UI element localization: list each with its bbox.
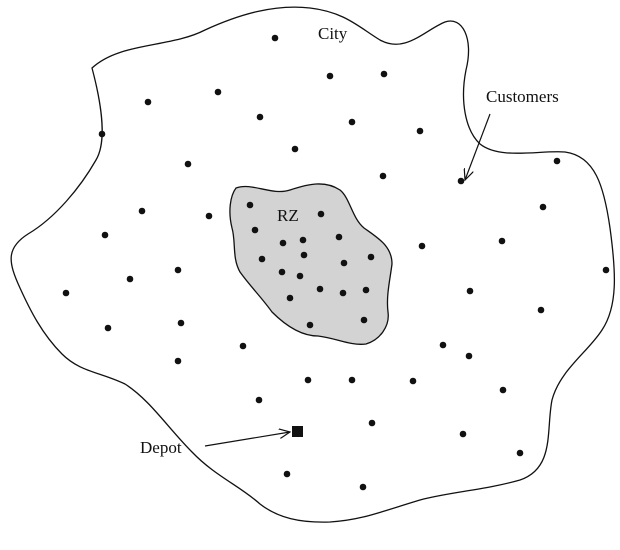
customer-dot <box>348 118 356 126</box>
customer-dot <box>258 255 266 263</box>
customer-dots <box>62 34 610 491</box>
customer-dot <box>416 127 424 135</box>
customer-dot <box>104 324 112 332</box>
customer-dot <box>256 113 264 121</box>
customer-dot <box>418 242 426 250</box>
customer-dot <box>379 172 387 180</box>
customer-dot <box>539 203 547 211</box>
customer-dot <box>291 145 299 153</box>
customer-dot <box>283 470 291 478</box>
customer-dot <box>367 253 375 261</box>
customer-dot <box>239 342 247 350</box>
customer-dot <box>138 207 146 215</box>
customer-dot <box>271 34 279 42</box>
customer-dot <box>184 160 192 168</box>
customer-dot <box>317 210 325 218</box>
customer-dot <box>300 251 308 259</box>
customer-dot <box>306 321 314 329</box>
customer-dot <box>246 201 254 209</box>
customer-dot <box>465 352 473 360</box>
customer-dot <box>296 272 304 280</box>
customer-dot <box>255 396 263 404</box>
customer-dot <box>299 236 307 244</box>
customer-dot <box>368 419 376 427</box>
customer-dot <box>98 130 106 138</box>
customers-arrow <box>465 113 491 180</box>
city-boundary <box>10 6 616 523</box>
customer-dot <box>326 72 334 80</box>
city-label: City <box>318 24 348 43</box>
customer-dot <box>126 275 134 283</box>
customer-dot <box>316 285 324 293</box>
customers-label: Customers <box>486 87 559 106</box>
customer-dot <box>498 237 506 245</box>
customer-dot <box>304 376 312 384</box>
customer-dot <box>439 341 447 349</box>
depot-arrow <box>204 432 290 447</box>
customer-dot <box>286 294 294 302</box>
customer-dot <box>360 316 368 324</box>
customer-dot <box>335 233 343 241</box>
customer-dot <box>362 286 370 294</box>
customer-dot <box>602 266 610 274</box>
customer-dot <box>553 157 561 165</box>
customer-dot <box>214 88 222 96</box>
depot-label: Depot <box>140 438 182 457</box>
customer-dot <box>279 239 287 247</box>
customer-dot <box>457 177 465 185</box>
depot-square <box>292 426 303 437</box>
restricted-zone <box>229 183 393 345</box>
customer-dot <box>466 287 474 295</box>
customer-dot <box>278 268 286 276</box>
customer-dot <box>177 319 185 327</box>
customer-dot <box>144 98 152 106</box>
customer-dot <box>537 306 545 314</box>
customer-dot <box>174 266 182 274</box>
customer-dot <box>174 357 182 365</box>
customer-dot <box>205 212 213 220</box>
customer-dot <box>339 289 347 297</box>
customer-dot <box>380 70 388 78</box>
customer-dot <box>459 430 467 438</box>
customer-dot <box>340 259 348 267</box>
customer-dot <box>251 226 259 234</box>
customer-dot <box>348 376 356 384</box>
restricted-zone-label: RZ <box>277 206 299 225</box>
customer-dot <box>101 231 109 239</box>
customer-dot <box>359 483 367 491</box>
customer-dot <box>62 289 70 297</box>
customer-dot <box>516 449 524 457</box>
customer-dot <box>409 377 417 385</box>
customer-dot <box>499 386 507 394</box>
